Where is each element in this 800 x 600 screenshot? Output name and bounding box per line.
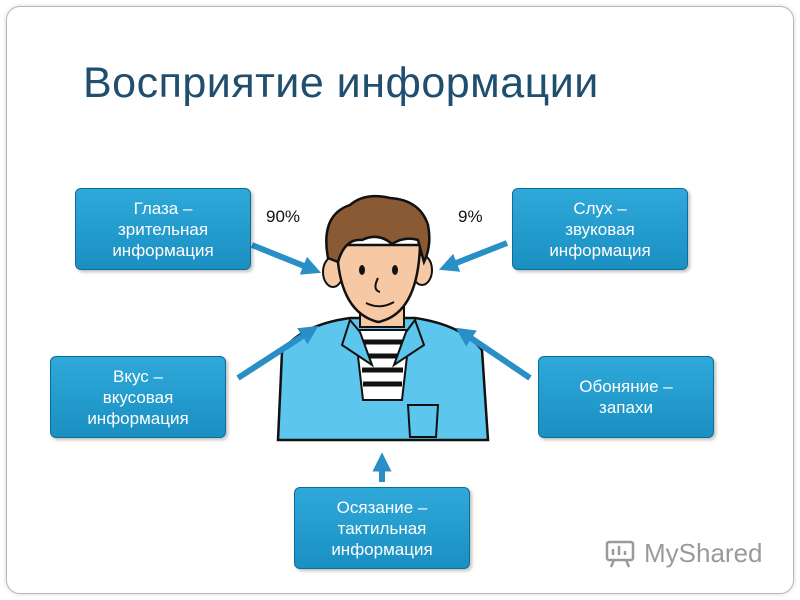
box-touch-line1: Осязание – bbox=[336, 497, 428, 517]
box-taste: Вкус – вкусовая информация bbox=[50, 356, 226, 438]
box-touch: Осязание – тактильная информация bbox=[294, 487, 470, 569]
box-taste-line2: вкусовая bbox=[102, 387, 174, 407]
box-touch-line3: информация bbox=[331, 539, 433, 559]
arrow-icon bbox=[236, 325, 319, 381]
box-smell: Обоняние – запахи bbox=[538, 356, 714, 438]
arrow-icon bbox=[250, 242, 322, 275]
box-eyes-line2: зрительная bbox=[117, 219, 209, 239]
myshared-logo-icon bbox=[605, 540, 635, 567]
percentage-hearing: 9% bbox=[458, 207, 483, 226]
box-eyes-line3: информация bbox=[112, 240, 214, 260]
box-smell-line2: запахи bbox=[599, 398, 653, 417]
watermark-text: MyShared bbox=[644, 538, 763, 568]
person-illustration bbox=[276, 194, 490, 442]
box-hearing-line1: Слух – bbox=[573, 198, 627, 218]
box-taste-line1: Вкус – bbox=[113, 366, 163, 386]
arrow-icon bbox=[455, 327, 532, 381]
box-eyes-line1: Глаза – bbox=[133, 198, 193, 218]
box-taste-line3: информация bbox=[87, 408, 189, 428]
box-touch-line2: тактильная bbox=[337, 518, 427, 538]
box-hearing: Слух – звуковая информация bbox=[512, 188, 688, 270]
box-hearing-line3: информация bbox=[549, 240, 651, 260]
slide-title: Восприятие информации bbox=[83, 59, 599, 107]
watermark: MyShared bbox=[604, 538, 763, 569]
box-eyes: Глаза – зрительная информация bbox=[75, 188, 251, 270]
box-hearing-line2: звуковая bbox=[565, 219, 635, 239]
box-smell-line1: Обоняние – bbox=[579, 377, 673, 396]
percentage-eyes: 90% bbox=[266, 207, 301, 226]
arrow-icon bbox=[438, 240, 509, 272]
